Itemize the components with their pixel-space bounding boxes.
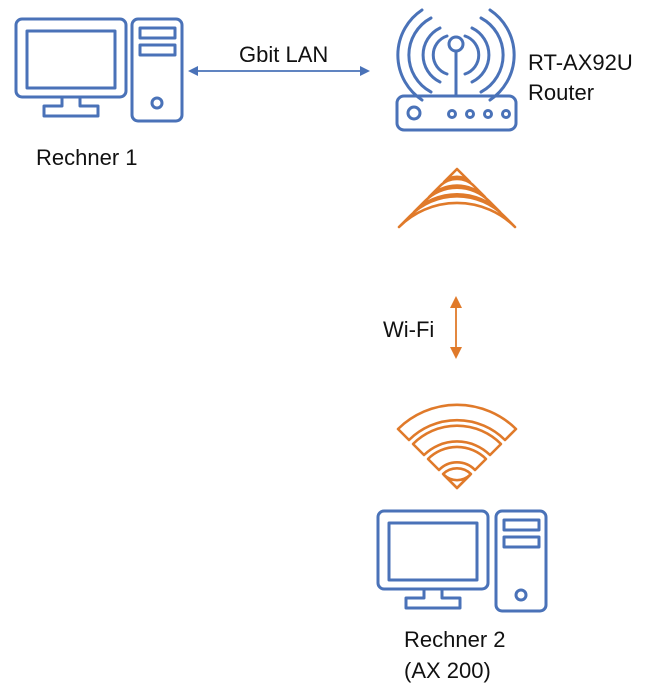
router-body bbox=[395, 94, 518, 132]
pc2-wifi-signal-icon bbox=[396, 403, 518, 490]
router-wifi-signal-icon bbox=[397, 167, 517, 229]
tower-icon bbox=[494, 509, 548, 613]
antenna-tip-icon bbox=[447, 35, 465, 53]
router-model-label: RT-AX92U bbox=[528, 50, 633, 75]
antenna-waves-icon bbox=[396, 8, 516, 102]
tower-icon bbox=[130, 17, 184, 123]
pc1-label: Rechner 1 bbox=[36, 145, 138, 170]
monitor-icon bbox=[376, 509, 490, 610]
pc2-label: Rechner 2 bbox=[404, 627, 506, 652]
led-icon bbox=[501, 109, 511, 119]
led-icon bbox=[483, 109, 493, 119]
monitor-icon bbox=[14, 17, 128, 118]
led-icon bbox=[465, 109, 475, 119]
power-button-icon bbox=[406, 105, 422, 121]
pc1-computer-icon bbox=[14, 17, 184, 123]
router-type-label: Router bbox=[528, 80, 595, 105]
led-icon bbox=[447, 109, 457, 119]
pc2-adapter-label: (AX 200) bbox=[404, 658, 491, 683]
lan-link-label: Gbit LAN bbox=[239, 42, 329, 67]
wifi-link-label: Wi-Fi bbox=[383, 317, 435, 342]
pc2-computer-icon bbox=[376, 509, 548, 613]
router-icon bbox=[395, 8, 518, 132]
